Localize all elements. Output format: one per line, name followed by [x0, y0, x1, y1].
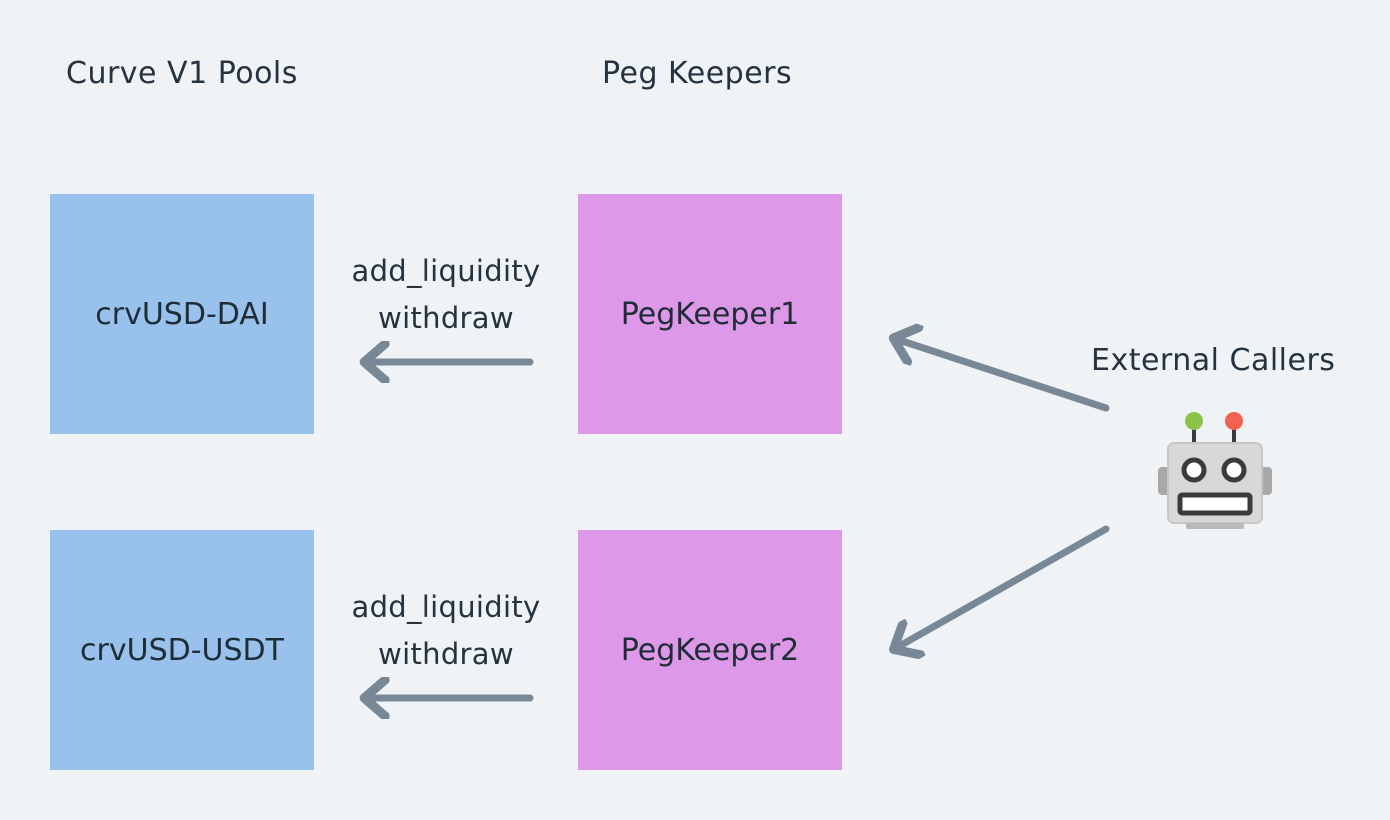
- pool-label: crvUSD-DAI: [95, 296, 269, 332]
- operation-withdraw: withdraw: [378, 301, 514, 335]
- peg-keepers-column-title: Peg Keepers: [602, 56, 793, 91]
- pool-box-crvusd-usdt: crvUSD-USDT: [50, 530, 314, 770]
- operation-withdraw: withdraw: [378, 637, 514, 671]
- peg-keeper-box-1: PegKeeper1: [578, 194, 842, 434]
- arrow-caller-to-keeper1: [896, 339, 1110, 412]
- operation-label-2: add_liquidity withdraw: [336, 584, 556, 678]
- operation-add-liquidity: add_liquidity: [351, 254, 541, 288]
- arrow-caller-to-keeper2: [896, 525, 1110, 648]
- robot-icon: [1158, 412, 1272, 529]
- pools-column-title: Curve V1 Pools: [66, 56, 298, 91]
- operation-add-liquidity: add_liquidity: [351, 590, 541, 624]
- peg-keeper-label: PegKeeper1: [620, 296, 800, 332]
- peg-keeper-box-2: PegKeeper2: [578, 530, 842, 770]
- operation-label-1: add_liquidity withdraw: [336, 248, 556, 342]
- external-callers-title: External Callers: [1091, 343, 1336, 378]
- pool-box-crvusd-dai: crvUSD-DAI: [50, 194, 314, 434]
- pool-label: crvUSD-USDT: [80, 632, 284, 668]
- peg-keeper-label: PegKeeper2: [620, 632, 800, 668]
